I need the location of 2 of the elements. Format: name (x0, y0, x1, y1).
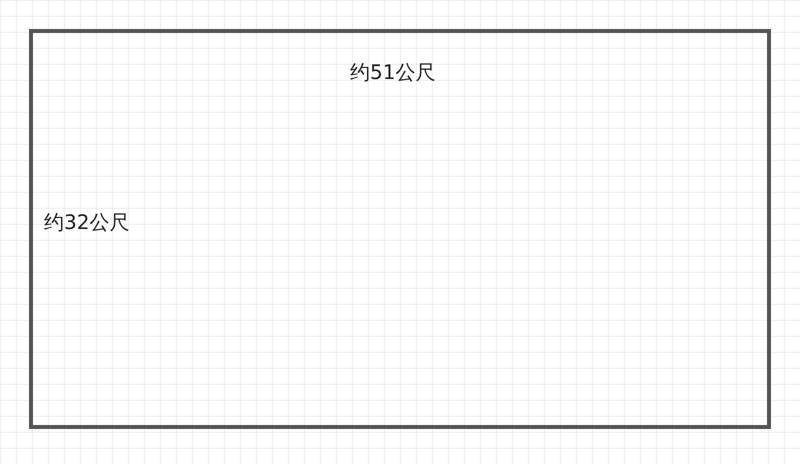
dimension-label: 约32公尺 (44, 212, 130, 232)
dimension-label: 约51公尺 (350, 62, 436, 82)
